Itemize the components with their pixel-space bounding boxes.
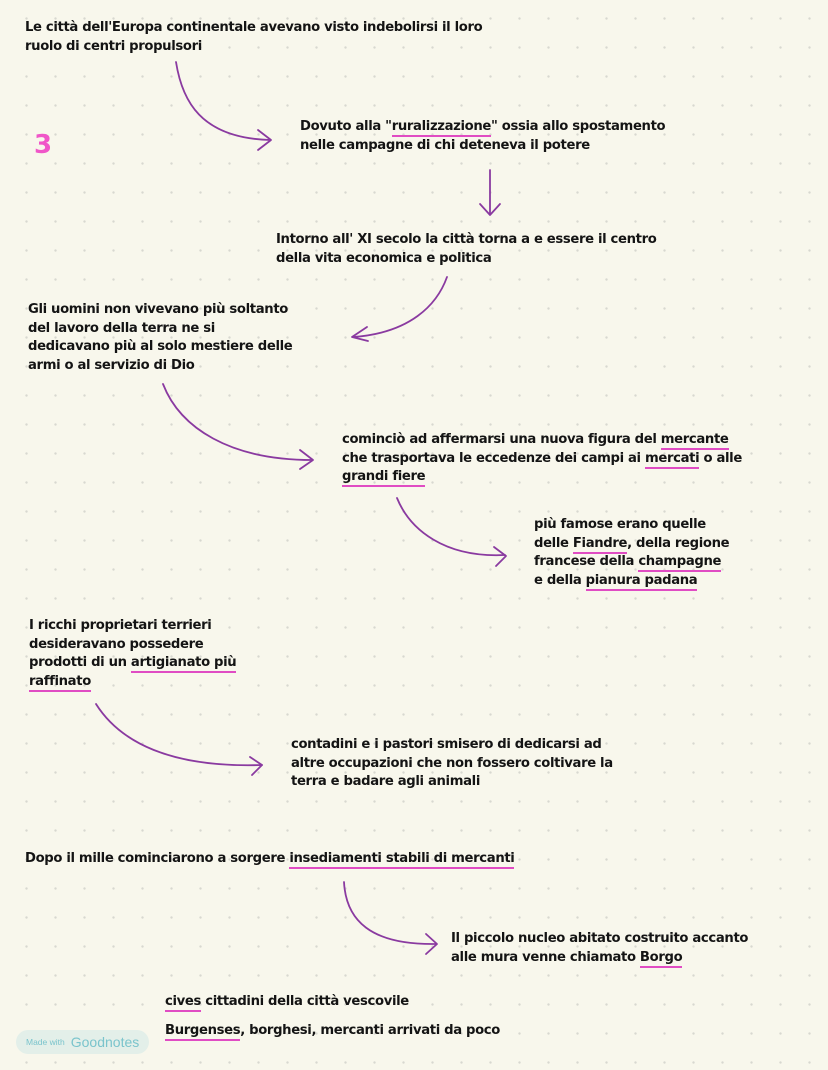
note-line: Burgenses, borghesi, mercanti arrivati d… (165, 1022, 500, 1041)
text: francese della (534, 554, 639, 569)
note-line: delle Fiandre, della regione (534, 535, 730, 554)
note-burgenses: Burgenses, borghesi, mercanti arrivati d… (165, 1022, 500, 1041)
note-line: ruolo di centri propulsori (25, 38, 202, 54)
curved-arrow-icon (396, 497, 507, 567)
highlight-insediamenti: insediamenti stabili di mercanti (289, 851, 515, 869)
text: che trasportava le eccedenze dei campi a… (342, 450, 645, 466)
note-xi-century: Intorno all' XI secolo la città torna a … (276, 231, 657, 268)
note-line: contadini e i pastori smisero di dedicar… (291, 737, 602, 752)
page-number: 3 (34, 130, 53, 160)
text: prodotti di un (29, 655, 131, 670)
highlight-borgo: Borgo (639, 949, 683, 968)
note-line: francese della champagne (534, 553, 729, 572)
note-ruralization: Dovuto alla "ruralizzazione" ossia allo … (300, 118, 666, 155)
note-peasants: contadini e i pastori smisero di dedicar… (291, 736, 613, 792)
curved-arrow-icon (162, 383, 314, 470)
text: " ossia allo spostamento (490, 119, 666, 134)
note-cives: cives cittadini della città vescovile (165, 993, 409, 1012)
curved-arrow-icon (351, 276, 448, 342)
text: alle mura venne chiamato (451, 949, 640, 965)
note-line: I ricchi proprietari terrieri (29, 618, 212, 633)
text: o alle (699, 450, 742, 466)
note-line: grandi fiere (342, 468, 742, 487)
highlight-champagne: champagne (638, 554, 722, 572)
highlight-pianura-padana: pianura padana (585, 572, 698, 591)
note-line: Dopo il mille cominciarono a sorgere ins… (25, 850, 515, 869)
note-line: e della pianura padana (534, 572, 729, 591)
curved-arrow-icon (175, 61, 272, 151)
note-line: Intorno all' XI secolo la città torna a … (276, 232, 657, 247)
text: delle (534, 535, 573, 551)
note-famous-fairs: più famose erano quelle delle Fiandre, d… (534, 516, 730, 591)
text: , della regione (627, 535, 730, 551)
note-line: del lavoro della terra ne si (28, 320, 215, 336)
note-line: Le città dell'Europa continentale avevan… (25, 20, 483, 35)
note-line: della vita economica e politica (276, 250, 492, 266)
curved-arrow-icon (95, 703, 263, 776)
note-line: dedicavano più al solo mestiere delle (28, 339, 293, 354)
watermark-brand: Goodnotes (70, 1034, 140, 1050)
note-line: Il piccolo nucleo abitato costruito acca… (451, 931, 749, 946)
curved-arrow-icon (343, 881, 438, 955)
watermark-prefix: Made with (26, 1037, 65, 1047)
note-line: desideravano possedere (29, 636, 204, 652)
note-line: terra e badare agli animali (291, 774, 481, 789)
note-cities-weakened: Le città dell'Europa continentale avevan… (25, 19, 483, 56)
text: Dovuto alla " (300, 119, 392, 134)
text: , borghesi, mercanti arrivati da poco (240, 1023, 500, 1038)
note-line: Gli uomini non vivevano più soltanto (28, 302, 289, 317)
note-line: raffinato (29, 673, 236, 692)
note-line: nelle campagne di chi deteneva il potere (300, 137, 590, 153)
note-line: cominciò ad affermarsi una nuova figura … (342, 431, 742, 450)
highlight-mercati: mercati (644, 450, 700, 469)
highlight-burgenses: Burgenses (165, 1023, 241, 1041)
highlight-artigianato: artigianato più (130, 655, 237, 673)
note-line: più famose erano quelle (534, 517, 706, 532)
highlight-raffinato: raffinato (29, 673, 91, 692)
note-landowners: I ricchi proprietari terrieri desiderava… (29, 617, 237, 692)
note-borgo: Il piccolo nucleo abitato costruito acca… (451, 930, 749, 968)
text: cominciò ad affermarsi una nuova figura … (342, 432, 661, 447)
note-men-work: Gli uomini non vivevano più soltanto del… (28, 301, 293, 375)
note-line: Dovuto alla "ruralizzazione" ossia allo … (300, 118, 666, 137)
note-line: altre occupazioni che non fossero coltiv… (291, 755, 613, 771)
goodnotes-watermark: Made with Goodnotes (16, 1030, 150, 1054)
note-line: armi o al servizio di Dio (28, 357, 195, 373)
highlight-cives: cives (165, 994, 201, 1012)
note-line: alle mura venne chiamato Borgo (451, 949, 748, 968)
highlight-fiandre: Fiandre (572, 535, 627, 554)
text: cittadini della città vescovile (200, 994, 409, 1009)
note-merchant-figure: cominciò ad affermarsi una nuova figura … (342, 431, 742, 487)
note-after-thousand: Dopo il mille cominciarono a sorgere ins… (25, 850, 515, 869)
text: e della (534, 572, 586, 588)
highlight-grandi-fiere: grandi fiere (342, 469, 426, 487)
note-line: cives cittadini della città vescovile (165, 993, 409, 1012)
text: Dopo il mille cominciarono a sorgere (25, 851, 290, 866)
highlight-ruralizzazione: ruralizzazione (391, 119, 491, 137)
note-line: che trasportava le eccedenze dei campi a… (342, 450, 742, 469)
note-line: prodotti di un artigianato più (29, 654, 237, 673)
down-arrow-icon (479, 169, 501, 216)
highlight-mercante: mercante (660, 432, 729, 450)
